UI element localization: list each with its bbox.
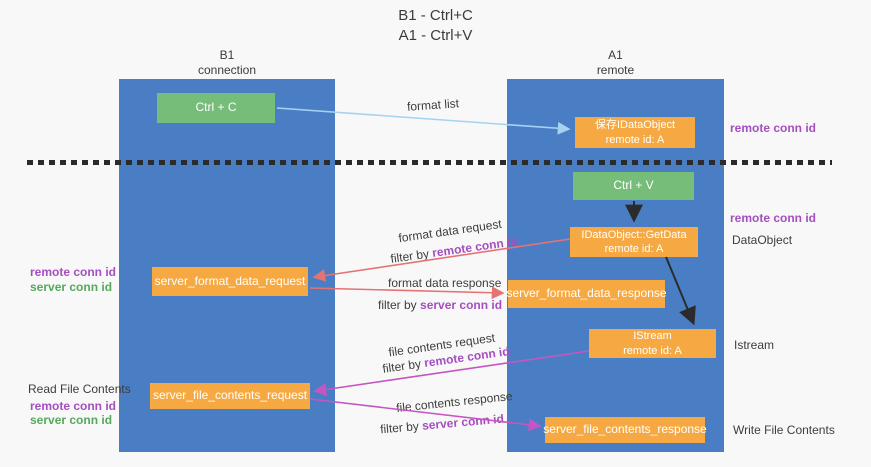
filter-by-text: filter by: [379, 419, 420, 437]
remote-conn-id-side-label-mid: remote conn id: [730, 211, 817, 225]
filter-by-server-conn-id-label-2: filter by server conn id: [380, 412, 505, 437]
istream-line1: IStream: [633, 330, 672, 343]
save-idataobject-box: 保存IDataObject remote id: A: [575, 117, 695, 148]
read-file-contents-label: Read File Contents: [28, 382, 131, 396]
write-file-contents-label: Write File Contents: [733, 423, 835, 437]
left-lane-subtitle: connection: [197, 62, 257, 77]
server-conn-id-left-label-bottom: server conn id: [30, 413, 113, 427]
filter-by-text: filter by: [378, 298, 417, 312]
ctrl-v-box: Ctrl + V: [573, 172, 694, 200]
server-format-data-response-label: server_format_data_response: [506, 286, 667, 301]
server-file-contents-request-label: server_file_contents_request: [152, 388, 308, 403]
left-lane-header: B1 connection: [119, 48, 335, 77]
dataobject-side-label: DataObject: [732, 233, 793, 247]
save-idataobject-line1: 保存IDataObject: [594, 119, 676, 132]
server-format-data-request-label: server_format_data_request: [154, 273, 306, 288]
server-format-data-response-box: server_format_data_response: [506, 280, 667, 308]
idataobject-getdata-line1: IDataObject::GetData: [581, 228, 687, 241]
left-lane-name: B1: [219, 48, 235, 62]
server-format-data-request-box: server_format_data_request: [152, 267, 308, 296]
right-lane-header: A1 remote: [507, 48, 724, 77]
server-file-contents-request-box: server_file_contents_request: [150, 383, 310, 409]
title-line-2: A1 - Ctrl+V: [398, 27, 473, 45]
server-file-contents-response-label: server_file_contents_response: [543, 422, 707, 437]
remote-conn-id-side-label-top: remote conn id: [730, 121, 817, 135]
server-file-contents-response-box: server_file_contents_response: [543, 417, 707, 443]
remote-conn-id-left-label-mid: remote conn id: [30, 265, 117, 279]
server-conn-id-left-label-mid: server conn id: [30, 280, 113, 294]
ctrl-c-box: Ctrl + C: [157, 93, 275, 123]
server-conn-id-text: server conn id: [421, 411, 505, 433]
ctrl-v-label: Ctrl + V: [613, 178, 654, 193]
istream-box: IStream remote id: A: [589, 329, 716, 358]
right-lane-name: A1: [608, 48, 623, 62]
right-lane-subtitle: remote: [596, 62, 635, 77]
save-idataobject-line2: remote id: A: [605, 133, 665, 146]
dashed-separator-line: [27, 160, 832, 165]
remote-conn-id-left-label-bottom: remote conn id: [30, 399, 117, 413]
ctrl-c-label: Ctrl + C: [195, 100, 237, 115]
server-conn-id-text: server conn id: [420, 298, 503, 312]
filter-by-text: filter by: [381, 356, 422, 376]
title-line-1: B1 - Ctrl+C: [398, 7, 473, 24]
istream-side-label: Istream: [734, 338, 775, 352]
diagram-title: B1 - Ctrl+C A1 - Ctrl+V: [0, 6, 871, 47]
filter-by-server-conn-id-label-1: filter by server conn id: [378, 298, 502, 312]
format-list-label: format list: [406, 96, 460, 114]
idataobject-getdata-line2: remote id: A: [604, 243, 664, 255]
filter-by-text: filter by: [389, 246, 430, 266]
idataobject-getdata-box: IDataObject::GetData remote id: A: [570, 227, 698, 257]
file-contents-response-label: file contents response: [395, 388, 514, 416]
format-data-response-label: format data response: [388, 276, 502, 290]
istream-line2: remote id: A: [623, 344, 682, 357]
